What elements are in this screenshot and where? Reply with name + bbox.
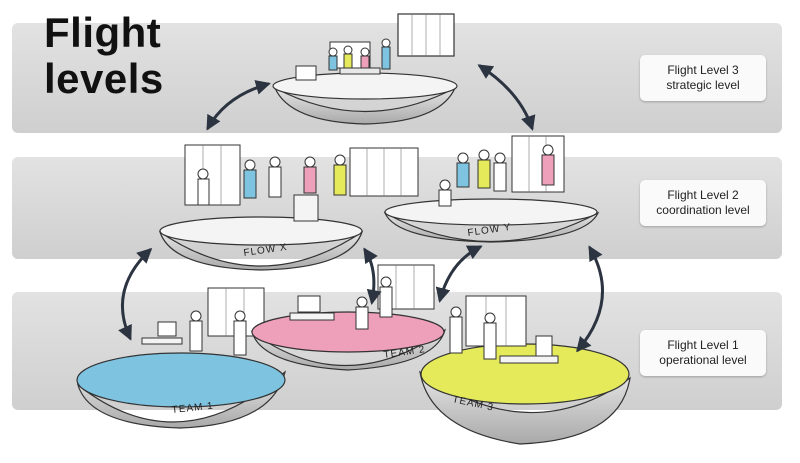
- level-2-name: Flight Level 2: [667, 188, 739, 202]
- level-1-desc: operational level: [659, 353, 747, 367]
- strategic-platform: [272, 13, 458, 125]
- level-3-desc: strategic level: [666, 78, 740, 92]
- desk: [499, 355, 559, 364]
- cart: [293, 194, 319, 222]
- flow-y-platform: FLOW Y: [383, 135, 600, 243]
- arrow-l3-flowx: [206, 80, 271, 131]
- desk: [289, 312, 335, 321]
- arrow-flowy-team2: [435, 245, 483, 303]
- level-1-label: Flight Level 1 operational level: [640, 330, 766, 376]
- page-title: Flight levels: [44, 10, 164, 102]
- arrow-l3-flowy: [477, 64, 536, 131]
- arrow-flowx-team2: [363, 247, 382, 305]
- kanban-board: [511, 135, 565, 193]
- title-line-2: levels: [44, 55, 164, 102]
- team-3-platform: TEAM 3: [419, 295, 631, 445]
- team-1-platform: TEAM 1: [76, 287, 287, 429]
- level-3-name: Flight Level 3: [667, 63, 739, 77]
- team-1-label: TEAM 1: [171, 401, 214, 416]
- flow-x-platform: FLOW X: [158, 144, 419, 271]
- arrow-flowy-team3: [576, 245, 604, 353]
- level-3-label: Flight Level 3 strategic level: [640, 55, 766, 101]
- kanban-board: [184, 144, 241, 206]
- team-2-platform: TEAM 2: [250, 264, 447, 371]
- title-line-1: Flight: [44, 9, 162, 56]
- level-2-label: Flight Level 2 coordination level: [640, 180, 766, 226]
- level-2-desc: coordination level: [656, 203, 750, 217]
- level-1-name: Flight Level 1: [667, 338, 739, 352]
- desk: [141, 337, 183, 345]
- arrow-flowx-team1: [118, 247, 153, 341]
